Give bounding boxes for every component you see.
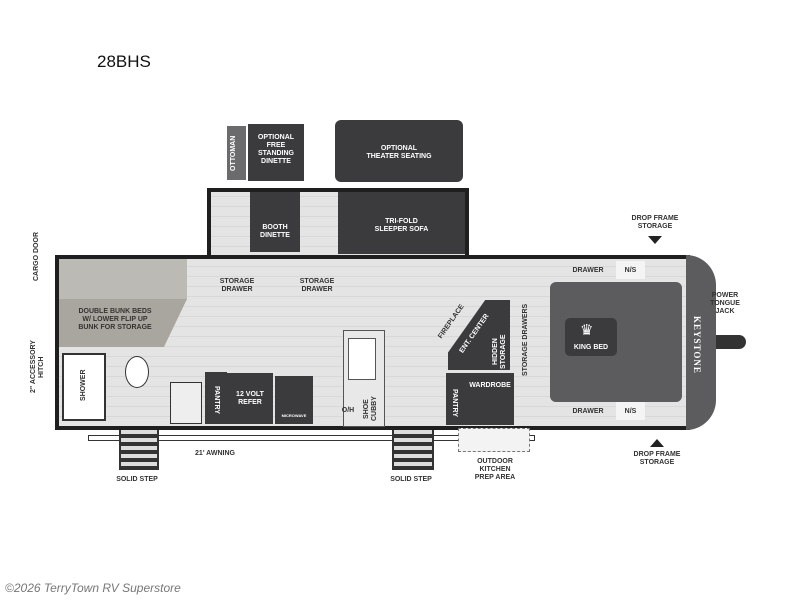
refrigerator <box>227 373 273 424</box>
shower <box>62 353 106 421</box>
refer-label: 12 VOLT REFER <box>236 391 264 406</box>
ns-top-label: N/S <box>624 267 637 274</box>
nightstand-top <box>616 261 645 279</box>
tongue-jack-label: POWER TONGUE JACK <box>710 292 740 315</box>
bunk-beds <box>59 299 187 347</box>
ottoman-label: OTTOMAN <box>230 135 237 171</box>
sofa-label: TRI-FOLD SLEEPER SOFA <box>374 218 429 233</box>
king-bed-label: KING BED <box>573 344 609 351</box>
wardrobe <box>446 373 514 425</box>
pantry-left <box>205 372 227 424</box>
awning <box>88 435 535 441</box>
storage-drawer-1-label: STORAGE DRAWER <box>219 278 255 293</box>
king-bed-badge <box>565 318 617 356</box>
drop-frame-top-label: DROP FRAME STORAGE <box>631 215 679 230</box>
drawer-bottom-label: DRAWER <box>572 408 604 415</box>
hitch-label: 2" ACCESSORY HITCH <box>30 340 45 394</box>
wardrobe-label: WARDROBE <box>469 382 511 389</box>
ns-bottom-label: N/S <box>624 408 637 415</box>
oh-label: O/H <box>341 407 355 414</box>
pantry-right-label: PANTRY <box>451 389 458 417</box>
optional-dinette <box>248 124 304 181</box>
awning-label: 21' AWNING <box>195 450 235 457</box>
dinette-label: OPTIONAL FREE STANDING DINETTE <box>257 134 295 165</box>
cargo-door-label: CARGO DOOR <box>33 232 40 282</box>
toilet <box>125 356 149 388</box>
kitchen-sink <box>348 338 376 380</box>
bunks-label: DOUBLE BUNK BEDS W/ LOWER FLIP UP BUNK F… <box>78 308 152 331</box>
upper-bunk <box>59 259 187 299</box>
storage-drawer-2-label: STORAGE DRAWER <box>299 278 335 293</box>
bathroom-sink <box>170 382 202 424</box>
booth-dinette <box>250 192 300 252</box>
outdoor-kitchen <box>458 428 530 452</box>
outdoor-kitchen-label: OUTDOOR KITCHEN PREP AREA <box>474 458 516 481</box>
entry-step-2 <box>392 430 434 470</box>
drawer-top-label: DRAWER <box>572 267 604 274</box>
optional-ottoman <box>227 126 246 180</box>
model-title: 28BHS <box>97 52 151 71</box>
arrow-up-icon <box>650 439 664 447</box>
brand-logo: KEYSTONE <box>692 316 702 374</box>
theater-label: OPTIONAL THEATER SEATING <box>366 145 432 160</box>
sleeper-sofa <box>338 192 465 254</box>
optional-theater-seating <box>335 120 463 182</box>
shoe-cubby-label: SHOE CUBBY <box>363 396 378 422</box>
hitch-coupler <box>716 335 746 349</box>
solid-step-2-label: SOLID STEP <box>390 476 432 483</box>
microwave-label: MICROWAVE <box>281 413 307 418</box>
drop-frame-bottom-label: DROP FRAME STORAGE <box>633 451 681 466</box>
solid-step-1-label: SOLID STEP <box>116 476 158 483</box>
pantry-left-label: PANTRY <box>213 386 220 414</box>
watermark: ©2026 TerryTown RV Superstore <box>5 581 181 595</box>
shower-label: SHOWER <box>80 369 87 401</box>
booth-dinette-label: BOOTH DINETTE <box>260 224 290 239</box>
nightstand-bottom <box>616 402 645 420</box>
crown-icon: ♛ <box>580 322 594 339</box>
front-cap <box>686 255 716 430</box>
entry-step-1 <box>119 430 159 470</box>
storage-drawers-label: STORAGE DRAWERS <box>522 303 529 377</box>
arrow-down-icon <box>648 236 662 244</box>
hidden-storage-label: HIDDEN STORAGE <box>492 334 507 370</box>
stove-microwave <box>275 376 313 424</box>
